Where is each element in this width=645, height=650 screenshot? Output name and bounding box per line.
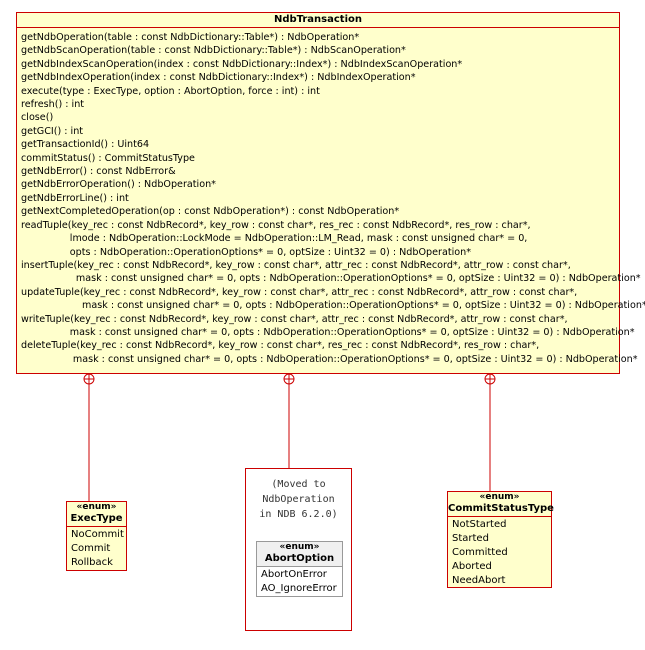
enum-stereotype: «enum» xyxy=(76,502,117,512)
operations-compartment: getNdbOperation(table : const NdbDiction… xyxy=(17,28,645,369)
class-title: NdbTransaction xyxy=(17,13,619,28)
enum-value: Aborted xyxy=(452,561,492,572)
enum-value: Commit xyxy=(71,543,111,554)
exec-type-containment-icon xyxy=(83,373,95,385)
enum-value: NotStarted xyxy=(452,519,507,530)
enum-value: NeedAbort xyxy=(452,575,506,586)
operation-line: readTuple(key_rec : const NdbRecord*, ke… xyxy=(21,219,531,231)
enum-value: AO_IgnoreError xyxy=(261,583,337,594)
abort-option-enum[interactable]: «enum» AbortOption AbortOnError AO_Ignor… xyxy=(256,541,343,597)
operation-line: getNdbOperation(table : const NdbDiction… xyxy=(21,32,360,43)
operation-line: getTransactionId() : Uint64 xyxy=(21,139,150,151)
operation-line: writeTuple(key_rec : const NdbRecord*, k… xyxy=(21,313,568,325)
enum-values: NoCommit Commit Rollback xyxy=(67,527,126,571)
moved-note-text: (Moved to NdbOperation in NDB 6.2.0) xyxy=(259,479,338,520)
enum-values: AbortOnError AO_IgnoreError xyxy=(257,567,342,597)
operation-line: refresh() : int xyxy=(21,99,85,111)
operation-line: commitStatus() : CommitStatusType xyxy=(21,152,195,164)
operation-line: getNdbScanOperation(table : const NdbDic… xyxy=(21,45,406,57)
operation-line: execute(type : ExecType, option : AbortO… xyxy=(21,85,320,97)
enum-name: CommitStatusType xyxy=(448,503,554,514)
operation-line: mask : const unsigned char* = 0, opts : … xyxy=(21,326,635,338)
operation-line: getNdbIndexOperation(index : const NdbDi… xyxy=(21,72,416,84)
operation-line: getNdbErrorLine() : int xyxy=(21,192,129,204)
commit-status-containment-icon xyxy=(484,373,496,385)
operation-line: updateTuple(key_rec : const NdbRecord*, … xyxy=(21,286,578,298)
exec-type-enum[interactable]: «enum» ExecType NoCommit Commit Rollback xyxy=(66,501,127,571)
operation-line: opts : NdbOperation::OperationOptions* =… xyxy=(21,246,472,258)
operation-line: mask : const unsigned char* = 0, opts : … xyxy=(21,273,641,285)
operation-line: close() xyxy=(21,112,54,124)
operation-line: lmode : NdbOperation::LockMode = NdbOper… xyxy=(21,233,528,245)
enum-values: NotStarted Started Committed Aborted Nee… xyxy=(448,517,551,589)
enum-value: AbortOnError xyxy=(261,569,327,580)
enum-name: AbortOption xyxy=(264,553,335,564)
operation-line: getNdbErrorOperation() : NdbOperation* xyxy=(21,179,216,191)
enum-stereotype: «enum» xyxy=(279,542,320,552)
abort-option-containment-icon xyxy=(283,373,295,385)
ndb-transaction-class[interactable]: NdbTransaction getNdbOperation(table : c… xyxy=(16,12,645,374)
enum-value: NoCommit xyxy=(71,529,124,540)
operation-line: getNdbError() : const NdbError& xyxy=(21,166,176,178)
operation-line: insertTuple(key_rec : const NdbRecord*, … xyxy=(21,259,571,271)
enum-header: «enum» AbortOption xyxy=(257,542,342,567)
enum-value: Rollback xyxy=(71,557,113,568)
enum-header: «enum» CommitStatusType xyxy=(448,492,554,517)
enum-value: Started xyxy=(452,533,489,544)
commit-status-type-enum[interactable]: «enum» CommitStatusType NotStarted Start… xyxy=(447,491,554,589)
enum-header: «enum» ExecType xyxy=(67,502,126,527)
operation-line: getGCI() : int xyxy=(21,125,84,137)
operation-line: getNextCompletedOperation(op : const Ndb… xyxy=(21,206,400,218)
enum-name: ExecType xyxy=(70,513,123,524)
enum-value: Committed xyxy=(452,547,508,558)
enum-stereotype: «enum» xyxy=(479,492,520,502)
operation-line: mask : const unsigned char* = 0, opts : … xyxy=(21,353,638,365)
operation-line: mask : const unsigned char* = 0, opts : … xyxy=(21,300,645,312)
operation-line: deleteTuple(key_rec : const NdbRecord*, … xyxy=(21,340,540,352)
operation-line: getNdbIndexScanOperation(index : const N… xyxy=(21,58,463,70)
